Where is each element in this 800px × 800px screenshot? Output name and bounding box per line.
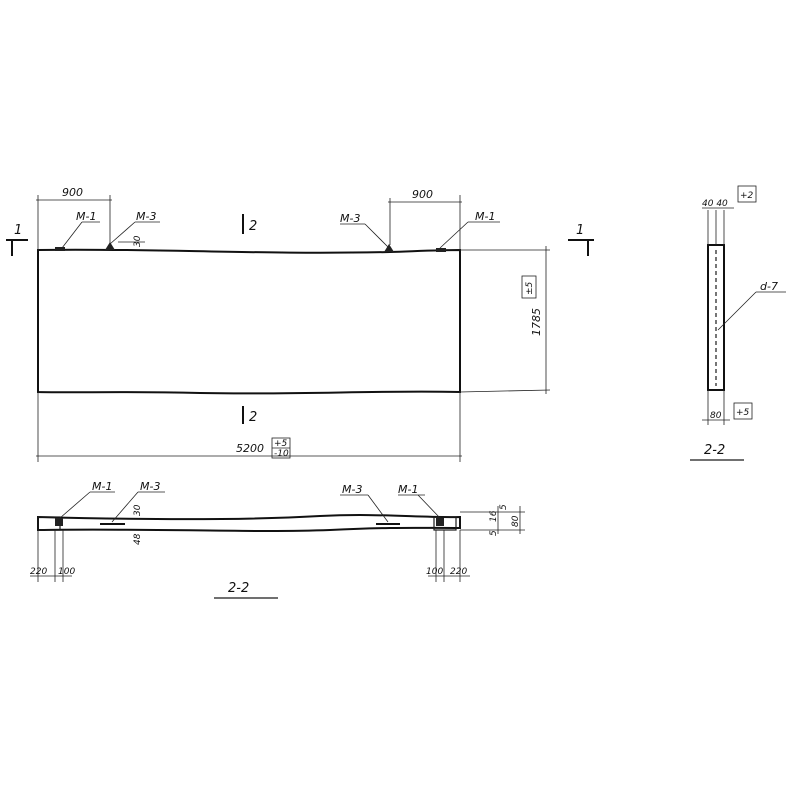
embed-m1-right bbox=[436, 248, 446, 252]
dim-900-right: 900 bbox=[412, 188, 433, 201]
side-embed-m1-left bbox=[55, 518, 63, 526]
side-dim-depth: 48 bbox=[133, 533, 143, 545]
tol-length-minus: -10 bbox=[274, 449, 289, 459]
dim-900-left: 900 bbox=[62, 186, 83, 199]
dim-m3-offset: 30 bbox=[133, 235, 143, 247]
embed-m3-left bbox=[105, 242, 115, 250]
side-dim-left-a: 220 bbox=[30, 567, 47, 577]
side-dim-right-a: 100 bbox=[426, 567, 443, 577]
side-end-right bbox=[433, 516, 457, 531]
embed-m3-right bbox=[384, 244, 394, 252]
label-m1-left: M-1 bbox=[76, 210, 96, 223]
cross-tol-bottom-box bbox=[733, 402, 753, 420]
side-section-title: 2-2 bbox=[228, 581, 249, 596]
side-outline bbox=[37, 514, 461, 532]
side-dim-left-b: 100 bbox=[58, 567, 75, 577]
cross-dim-top: 40 40 bbox=[702, 199, 728, 209]
side-dim-stack-b: 16 bbox=[489, 510, 499, 522]
cross-section-title: 2-2 bbox=[704, 443, 725, 458]
side-label-m3-left: M-3 bbox=[140, 480, 160, 493]
dim-width: 1785 bbox=[530, 308, 543, 336]
tol-box-width bbox=[521, 275, 537, 299]
side-dim-top: 30 bbox=[133, 504, 143, 516]
side-label-m1-left: M-1 bbox=[92, 480, 112, 493]
side-dim-stack-total: 80 bbox=[511, 515, 521, 527]
label-m3-right: M-3 bbox=[340, 212, 360, 225]
tol-width: ±5 bbox=[525, 281, 535, 295]
side-dim-stack-c: 5 bbox=[499, 504, 509, 510]
cross-dim-bottom: 80 bbox=[710, 411, 722, 421]
plan-view: 900 900 M-1 M-3 30 M-3 M-1 2 2 1 bbox=[6, 186, 594, 462]
side-label-m3-right: M-3 bbox=[342, 483, 362, 496]
dim-length: 5200 bbox=[236, 442, 264, 455]
side-section: M-1 M-3 M-3 M-1 30 48 220 100 100 220 5 … bbox=[30, 480, 525, 599]
label-m1-right: M-1 bbox=[475, 210, 495, 223]
side-embed-m1-right bbox=[436, 518, 444, 526]
label-m3-left: M-3 bbox=[136, 210, 156, 223]
tol-length-plus: +5 bbox=[274, 439, 288, 449]
cut-mark-right: 1 bbox=[576, 223, 584, 238]
embed-m1-left bbox=[55, 247, 65, 251]
cut-mark-left: 1 bbox=[14, 223, 22, 238]
side-label-m1-right: M-1 bbox=[398, 483, 418, 496]
side-dim-right-b: 220 bbox=[450, 567, 467, 577]
side-dim-stack-a: 5 bbox=[489, 530, 499, 536]
section-mark-bottom: 2 bbox=[249, 410, 257, 425]
slab-outline bbox=[37, 248, 461, 395]
rebar-label: d-7 bbox=[760, 280, 778, 293]
cross-section: 40 40 +2 d-7 80 +5 2-2 bbox=[690, 185, 786, 461]
cross-tol-bottom: +5 bbox=[736, 408, 750, 418]
cross-tol-top-box bbox=[737, 185, 757, 203]
cross-tol-top: +2 bbox=[740, 191, 754, 201]
section-mark-top: 2 bbox=[249, 219, 257, 234]
